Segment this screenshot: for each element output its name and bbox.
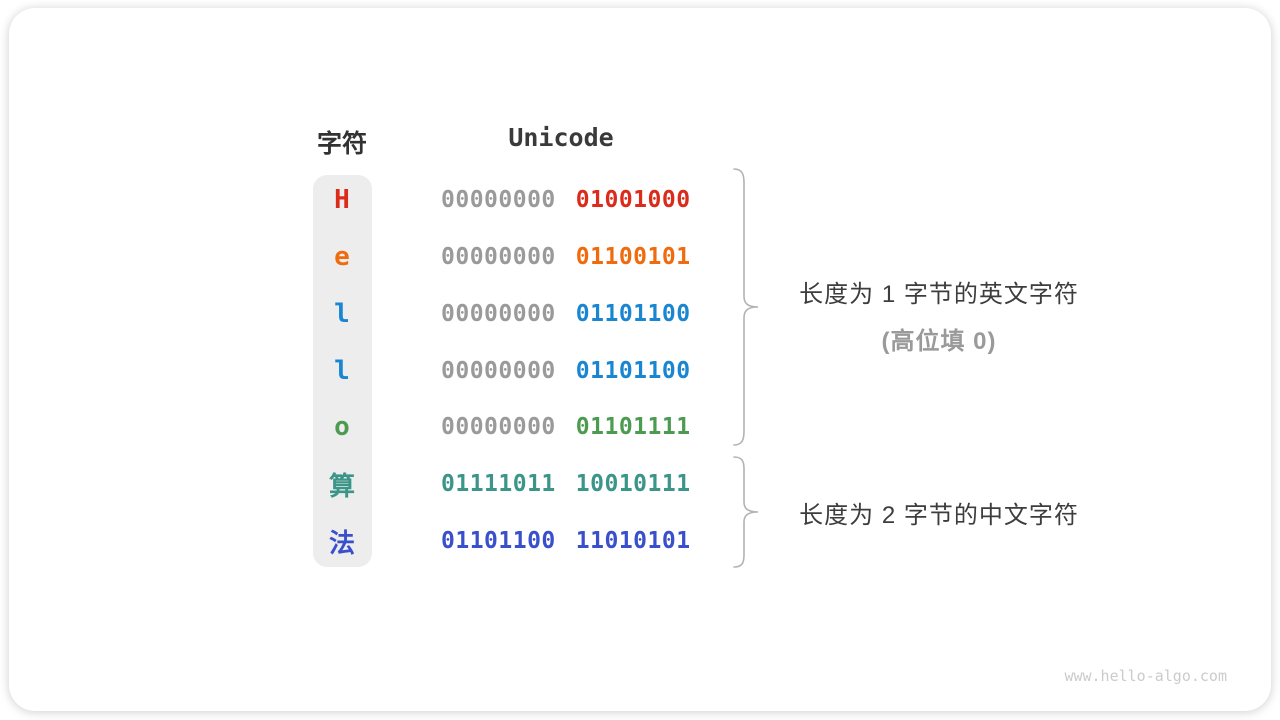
byte-high: 00000000 [441, 414, 556, 440]
unicode-bits: 00000000 01101100 [441, 342, 691, 400]
brace-chinese-group-icon [733, 456, 761, 568]
table-row: o 00000000 01101111 [9, 398, 1280, 456]
annotation-chinese: 长度为 2 字节的中文字符 [769, 495, 1109, 530]
byte-high: 01101100 [441, 528, 556, 554]
unicode-bits: 01101100 11010101 [441, 512, 691, 570]
unicode-bits: 00000000 01101111 [441, 398, 691, 456]
annotation-english: 长度为 1 字节的英文字符 (高位填 0) [769, 274, 1109, 356]
char-cell: l [334, 299, 350, 329]
column-header-char: 字符 [316, 130, 367, 158]
column-header-unicode: Unicode [508, 123, 614, 152]
byte-high: 01111011 [441, 471, 556, 497]
byte-low: 01001000 [575, 187, 691, 213]
diagram-card: 字符 Unicode H 00000000 01001000 e 0000000… [9, 8, 1271, 711]
table-row: 法 01101100 11010101 [9, 512, 1280, 570]
char-cell: H [334, 185, 350, 215]
annotation-english-note: (高位填 0) [881, 328, 997, 355]
byte-high: 00000000 [441, 358, 556, 384]
brace-english-group-icon [733, 168, 761, 446]
table-row: l 00000000 01101100 [9, 342, 1280, 400]
table-row: H 00000000 01001000 [9, 171, 1280, 229]
char-cell: e [334, 242, 350, 272]
annotation-chinese-text: 长度为 2 字节的中文字符 [799, 502, 1079, 529]
table-row: l 00000000 01101100 [9, 285, 1280, 343]
byte-low: 01101100 [575, 358, 691, 384]
byte-low: 01100101 [575, 244, 691, 270]
byte-high: 00000000 [441, 301, 556, 327]
annotation-english-text: 长度为 1 字节的英文字符 [799, 281, 1079, 308]
table-row: 算 01111011 10010111 [9, 455, 1280, 513]
char-cell: 法 [328, 528, 355, 559]
char-column-background [313, 175, 372, 567]
byte-high: 00000000 [441, 244, 556, 270]
char-cell: l [334, 356, 350, 386]
byte-low: 01101100 [575, 301, 691, 327]
watermark: www.hello-algo.com [1064, 667, 1227, 685]
unicode-bits: 00000000 01100101 [441, 228, 691, 286]
byte-low: 11010101 [575, 528, 691, 554]
char-cell: 算 [328, 471, 355, 502]
unicode-bits: 00000000 01001000 [441, 171, 691, 229]
byte-low: 10010111 [575, 471, 691, 497]
char-cell: o [334, 412, 350, 442]
unicode-bits: 01111011 10010111 [441, 455, 691, 513]
unicode-bits: 00000000 01101100 [441, 285, 691, 343]
byte-low: 01101111 [575, 414, 691, 440]
table-row: e 00000000 01100101 [9, 228, 1280, 286]
byte-high: 00000000 [441, 187, 556, 213]
